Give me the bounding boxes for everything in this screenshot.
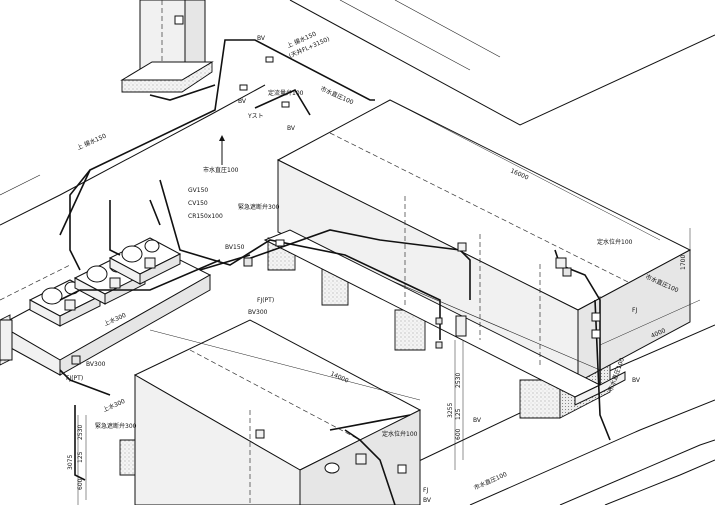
label-bv300: BV300 xyxy=(248,309,268,316)
dimension-2530: 2530 xyxy=(455,373,462,388)
label-y-strainer: Yスト xyxy=(247,113,264,120)
ball-valve-icon xyxy=(243,257,253,267)
label-city-water-100: 市水直圧100 xyxy=(203,166,239,174)
ball-valve-icon xyxy=(281,101,290,108)
label-float-valve-100: 定水位弁100 xyxy=(597,238,633,246)
label-city-water-100: 市水直圧100 xyxy=(473,470,509,492)
dimension-3255: 3255 xyxy=(447,403,454,418)
label-bv: BV xyxy=(287,125,296,132)
valves xyxy=(71,56,601,474)
dimension-3075: 3075 xyxy=(67,455,74,470)
dimension-1700: 1700 xyxy=(680,255,687,270)
dimension-600: 600 xyxy=(455,428,462,440)
float-valve-icon xyxy=(355,453,367,465)
dimension-125: 125 xyxy=(455,408,462,420)
float-valve-icon xyxy=(555,257,567,269)
label-bv: BV xyxy=(473,417,482,424)
label-bv: BV xyxy=(257,35,266,42)
label-fj: FJ xyxy=(632,307,637,314)
float-valve-icon xyxy=(457,242,467,252)
label-fj-pt: FJ(PT) xyxy=(66,375,83,382)
flexible-joint-icon xyxy=(591,329,601,339)
label-city-water-100: 市水直圧100 xyxy=(319,85,355,107)
emergency-valve-icon xyxy=(275,239,285,247)
label-pumping-150: 上 揚水150 xyxy=(76,132,108,152)
label-gv150: GV150 xyxy=(188,187,208,194)
ball-valve-icon xyxy=(265,56,274,63)
water-tank-upper xyxy=(263,99,692,419)
label-bv300: BV300 xyxy=(86,361,106,368)
valve-icon xyxy=(435,317,443,325)
manhole-icon xyxy=(324,462,340,474)
flexible-joint-icon xyxy=(591,312,601,322)
label-cv150: CV150 xyxy=(188,200,208,207)
label-fj: FJ xyxy=(423,487,428,494)
valve-icon xyxy=(255,429,265,439)
water-tank-lower xyxy=(119,319,422,505)
label-bv: BV xyxy=(423,497,432,504)
valve-icon xyxy=(174,15,184,25)
dimension-600: 600 xyxy=(77,478,84,490)
pump-unit xyxy=(108,237,182,285)
ball-valve-icon xyxy=(71,355,81,365)
dimension-2530: 2530 xyxy=(77,425,84,440)
label-supply-300: 上水300 xyxy=(102,397,127,414)
label-emergency-valve-300: 緊急遮断弁300 xyxy=(95,422,137,430)
label-bv: BV xyxy=(632,377,641,384)
pipe-riser-icon xyxy=(455,315,467,337)
label-emergency-valve-300: 緊急遮断弁300 xyxy=(238,203,280,211)
label-float-valve-100: 定水位弁100 xyxy=(382,430,418,438)
valve-icon xyxy=(435,341,443,349)
flexible-joint-icon xyxy=(397,464,407,474)
dimension-125: 125 xyxy=(77,451,84,463)
label-bv: BV xyxy=(238,98,247,105)
label-flow-valve: 定流量弁100 xyxy=(268,89,304,97)
label-fj-pt: FJ(PT) xyxy=(257,297,274,304)
label-cr150: CR150x100 xyxy=(188,213,223,220)
structural-column xyxy=(120,0,214,93)
label-bv150: BV150 xyxy=(225,244,245,251)
dimension-lines xyxy=(77,99,701,505)
ball-valve-icon xyxy=(239,84,248,91)
float-valve-icon xyxy=(562,267,572,277)
